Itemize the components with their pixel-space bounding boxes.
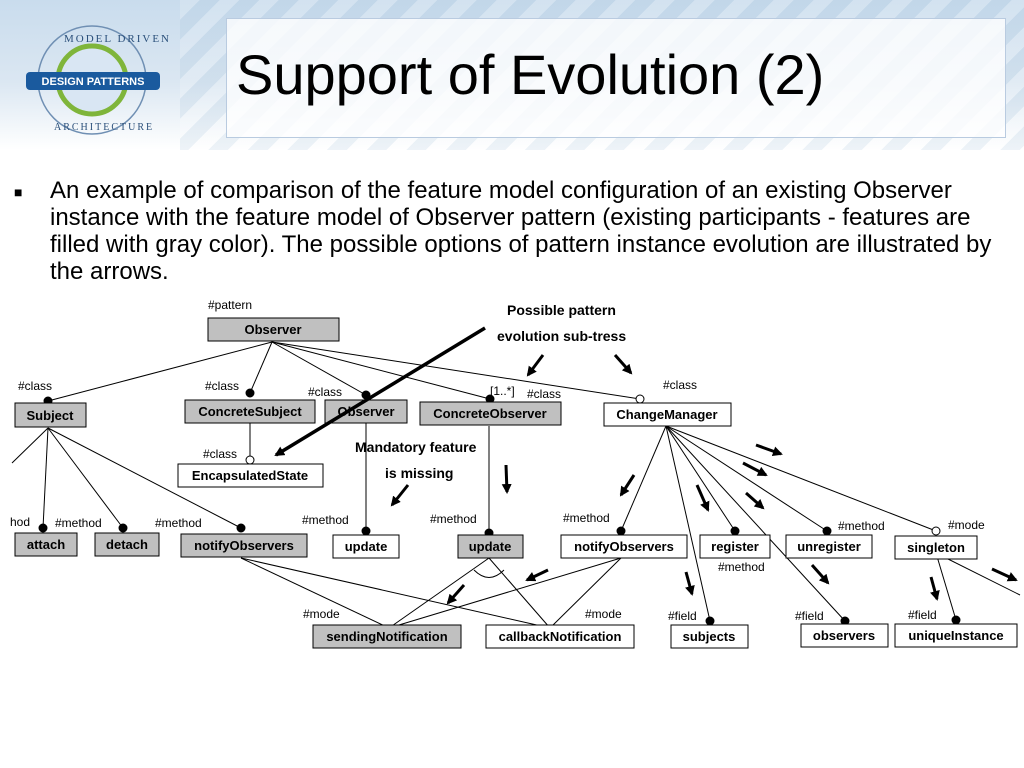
svg-text:ConcreteSubject: ConcreteSubject (198, 404, 302, 419)
svg-text:EncapsulatedState: EncapsulatedState (192, 468, 308, 483)
mdda-logo: MODEL DRIVEN DESIGN PATTERNS ARCHITECTUR… (26, 25, 171, 135)
logo-badge-text: DESIGN PATTERNS (42, 76, 145, 88)
svg-text:update: update (469, 539, 512, 554)
node-subject: Subject (14, 402, 87, 428)
label-class-concrete-subject: #class (205, 379, 239, 393)
annotation-possible-line1: Possible pattern (507, 302, 616, 318)
label-mode-sending: #mode (303, 607, 340, 621)
node-change-manager: ChangeManager (603, 402, 732, 427)
evolution-arrows (274, 326, 1018, 605)
feature-model-diagram: Observer Subject ConcreteSubject Observe… (10, 298, 1021, 649)
label-pattern: #pattern (208, 298, 252, 312)
logo-ring-top-text: MODEL DRIVEN (64, 33, 171, 45)
diagram-edges (11, 341, 1021, 629)
label-hod: hod (10, 515, 30, 529)
bullet-text: An example of comparison of the feature … (50, 177, 992, 285)
svg-text:detach: detach (106, 537, 148, 552)
node-register: register (699, 534, 771, 559)
node-observer-update: update (332, 534, 400, 559)
node-unregister: unregister (785, 534, 873, 559)
annotation-possible-line2: evolution sub-tress (497, 328, 626, 344)
logo-badge (26, 72, 160, 90)
label-method-notify: #method (155, 516, 202, 530)
stereotype-labels: #pattern #class #class #class [1..*] #cl… (10, 298, 985, 623)
label-method-co-update: #method (430, 512, 477, 526)
svg-text:subjects: subjects (683, 629, 736, 644)
label-method-unregister: #method (838, 519, 885, 533)
title-panel (226, 18, 1006, 138)
svg-text:Subject: Subject (27, 408, 75, 423)
label-field-unique: #field (908, 608, 937, 622)
svg-text:notifyObservers: notifyObservers (194, 538, 294, 553)
svg-text:update: update (345, 539, 388, 554)
label-class-encapsulated-state: #class (203, 447, 237, 461)
svg-text:unregister: unregister (797, 539, 861, 554)
slide-title: Support of Evolution (2) (236, 43, 825, 106)
node-cm-notify-observers: notifyObservers (560, 534, 688, 559)
svg-text:singleton: singleton (907, 540, 965, 555)
node-concrete-observer-update: update (457, 534, 524, 559)
label-class-change-manager: #class (663, 378, 697, 392)
svg-text:ChangeManager: ChangeManager (616, 407, 717, 422)
label-method-cm-notify: #method (563, 511, 610, 525)
node-subjects: subjects (670, 624, 749, 649)
svg-text:notifyObservers: notifyObservers (574, 539, 674, 554)
label-class-subject: #class (18, 379, 52, 393)
bullet-icon: ■ (14, 184, 23, 200)
node-encapsulated-state: EncapsulatedState (177, 463, 324, 488)
node-unique-instance: uniqueInstance (894, 623, 1018, 648)
svg-text:callbackNotification: callbackNotification (499, 629, 622, 644)
alternative-arc (473, 569, 505, 578)
label-field-subjects: #field (668, 609, 697, 623)
svg-text:Observer: Observer (244, 322, 301, 337)
label-method-update: #method (302, 513, 349, 527)
node-sending-notification: sendingNotification (312, 624, 462, 649)
annotation-mandatory-line2: is missing (385, 465, 453, 481)
node-concrete-subject: ConcreteSubject (184, 399, 316, 424)
node-observer-root: Observer (207, 317, 340, 342)
svg-text:uniqueInstance: uniqueInstance (908, 628, 1003, 643)
node-singleton: singleton (894, 535, 978, 560)
logo-ring-bottom-text: ARCHITECTURE (54, 122, 154, 133)
node-detach: detach (94, 532, 160, 557)
label-class-concrete-observer: #class (527, 387, 561, 401)
label-mode-singleton: #mode (948, 518, 985, 532)
node-concrete-observer: ConcreteObserver (419, 401, 562, 426)
node-observers: observers (800, 623, 889, 648)
label-field-observers: #field (795, 609, 824, 623)
annotation-mandatory-line1: Mandatory feature (355, 439, 477, 455)
label-method-detach: #method (55, 516, 102, 530)
label-class-observer: #class (308, 385, 342, 399)
node-subject-notify-observers: notifyObservers (180, 533, 308, 558)
label-mode-callback: #mode (585, 607, 622, 621)
svg-text:attach: attach (27, 537, 65, 552)
label-multiplicity: [1..*] (490, 384, 515, 398)
node-callback-notification: callbackNotification (485, 624, 635, 649)
node-attach: attach (14, 532, 78, 557)
label-method-register: #method (718, 560, 765, 574)
svg-text:register: register (711, 539, 759, 554)
optional-dots (245, 394, 941, 536)
svg-text:observers: observers (813, 628, 875, 643)
svg-text:ConcreteObserver: ConcreteObserver (433, 406, 546, 421)
svg-text:sendingNotification: sendingNotification (326, 629, 447, 644)
